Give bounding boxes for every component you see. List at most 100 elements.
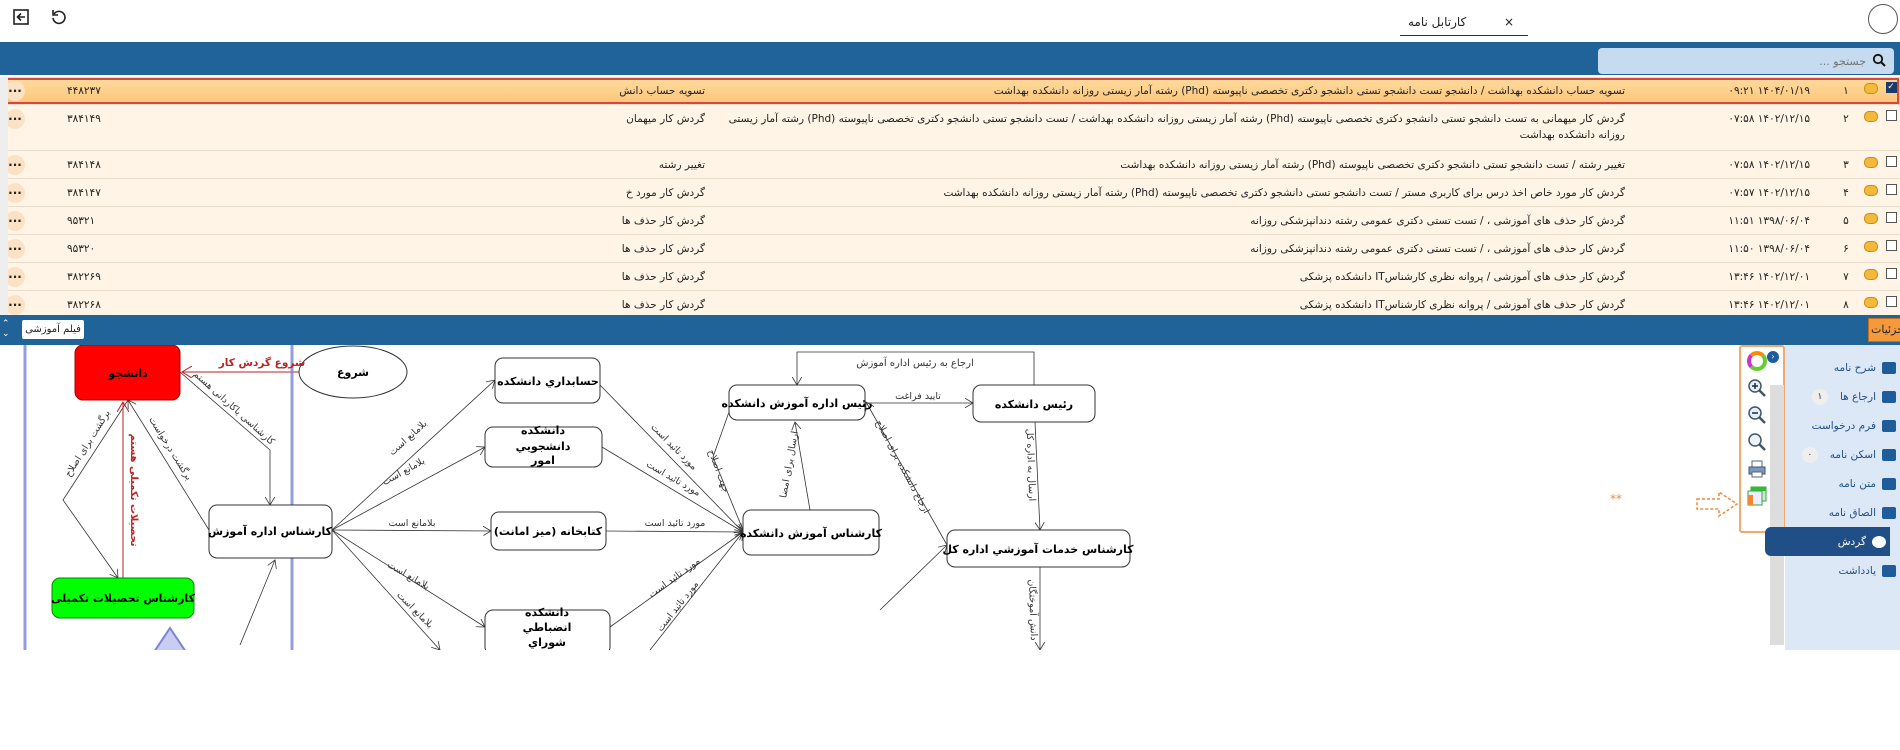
expand-icon[interactable]: › bbox=[1767, 351, 1779, 363]
table-row[interactable]: ✓ ۱ ۰۹:۲۱ ۱۴۰۴/۰۱/۱۹ تسویه حساب دانشکده بهد… bbox=[0, 77, 1900, 105]
search-box[interactable] bbox=[1598, 48, 1894, 74]
zoom-out-icon[interactable] bbox=[1747, 405, 1767, 425]
row-more-button[interactable]: ... bbox=[0, 291, 30, 315]
table-scrollbar[interactable] bbox=[0, 77, 8, 315]
row-checkbox[interactable] bbox=[1882, 235, 1900, 251]
color-wheel-icon[interactable] bbox=[1747, 351, 1767, 371]
collapse-toggle-icon[interactable]: ⌃⌄ bbox=[2, 319, 10, 339]
row-index: ۱ bbox=[1843, 85, 1849, 97]
panel-item-label: الصاق نامه bbox=[1828, 506, 1876, 519]
row-date: ۱۳:۴۶ ۱۴۰۲/۱۲/۰۱ bbox=[1728, 299, 1810, 311]
row-number: ۳۸۴۱۴۸ bbox=[67, 159, 101, 171]
row-number: ۳۸۲۲۶۹ bbox=[67, 271, 101, 283]
panel-item[interactable]: یادداشت bbox=[1785, 556, 1900, 585]
row-more-button[interactable]: ... bbox=[0, 235, 30, 259]
node-label: امور bbox=[530, 454, 555, 467]
row-date: ۰۹:۲۱ ۱۴۰۴/۰۱/۱۹ bbox=[1728, 85, 1810, 97]
panel-item-icon bbox=[1882, 506, 1896, 519]
row-subject[interactable]: گردش کار حذف های آموزشی ، / تست تستی دکت… bbox=[1250, 215, 1625, 227]
row-more-button[interactable]: ... bbox=[0, 207, 30, 231]
panel-item-icon bbox=[1882, 361, 1896, 374]
zoom-in-icon[interactable] bbox=[1747, 378, 1767, 398]
row-subject[interactable]: تسویه حساب دانشکده بهداشت / دانشجو تست د… bbox=[993, 85, 1625, 97]
edge bbox=[331, 530, 491, 531]
edge-label: ارجاع دانشکده برای اصلاح bbox=[873, 418, 932, 515]
more-icon: ... bbox=[5, 239, 25, 259]
row-more-button[interactable]: ... bbox=[0, 105, 30, 129]
row-subject[interactable]: گردش کار میهمانی به تست دانشجو تستی دانش… bbox=[728, 113, 1625, 141]
panel-item-icon bbox=[1882, 448, 1896, 461]
panel-item[interactable]: فرم درخواست bbox=[1785, 411, 1900, 440]
panel-item[interactable]: الصاق نامه bbox=[1785, 498, 1900, 527]
edge-label: بلامانع است bbox=[381, 456, 427, 488]
zoom-reset-icon[interactable] bbox=[1747, 432, 1767, 452]
tab-close-icon[interactable]: × bbox=[1503, 14, 1514, 29]
row-type: گردش کار حذف ها bbox=[621, 299, 705, 311]
row-more-button[interactable]: ... bbox=[0, 179, 30, 203]
row-type: گردش کار حذف ها bbox=[621, 271, 705, 283]
tutorial-video-button[interactable]: فیلم آموزشی bbox=[22, 320, 84, 339]
node-label: دانشكده bbox=[521, 424, 565, 437]
letter-icon bbox=[1860, 291, 1882, 308]
row-checkbox[interactable] bbox=[1882, 291, 1900, 307]
edge bbox=[62, 399, 129, 578]
refresh-icon[interactable] bbox=[48, 6, 70, 28]
edge bbox=[609, 532, 743, 628]
details-button[interactable]: جزئیات bbox=[1868, 318, 1900, 342]
edge-label: جهت اصلاح bbox=[705, 448, 731, 494]
panel-item[interactable]: متن نامه bbox=[1785, 469, 1900, 498]
node-label: انضباطي bbox=[523, 621, 572, 634]
row-subject[interactable]: گردش کار حذف های آموزشی / پروانه نظری کا… bbox=[1299, 271, 1625, 283]
edge bbox=[331, 529, 485, 627]
row-subject[interactable]: گردش کار حذف های آموزشی / پروانه نظری کا… bbox=[1299, 299, 1625, 311]
print-icon[interactable] bbox=[1747, 459, 1767, 479]
row-checkbox[interactable]: ✓ bbox=[1885, 82, 1897, 93]
edge-label: ارسال برای امضا bbox=[778, 430, 801, 499]
edge bbox=[601, 446, 743, 532]
row-subject[interactable]: گردش کار مورد خاص اخذ درس برای کاربری مس… bbox=[943, 187, 1625, 199]
edge bbox=[795, 422, 811, 511]
row-date: ۱۱:۵۰ ۱۳۹۸/۰۶/۰۴ bbox=[1728, 243, 1810, 255]
row-more-button[interactable]: ... bbox=[0, 77, 30, 101]
avatar[interactable] bbox=[1868, 4, 1898, 34]
row-more-button[interactable]: ... bbox=[0, 151, 30, 175]
row-checkbox[interactable] bbox=[1882, 151, 1900, 167]
edge-label: برگشت درخواست bbox=[146, 414, 195, 482]
exit-icon[interactable] bbox=[10, 6, 32, 28]
row-subject[interactable]: تغییر رشته / تست دانشجو تستی دانشجو دکتر… bbox=[1120, 159, 1625, 171]
diagram-scrollbar[interactable] bbox=[1770, 385, 1784, 645]
row-checkbox[interactable] bbox=[1882, 105, 1900, 121]
panel-item-icon bbox=[1882, 419, 1896, 432]
more-icon: ... bbox=[5, 211, 25, 231]
annotation-arrow-icon bbox=[1696, 490, 1739, 518]
row-number: ۹۵۳۲۰ bbox=[67, 243, 96, 255]
row-checkbox[interactable] bbox=[1882, 179, 1900, 195]
node-label: کارشناس آموزش دانشکده bbox=[740, 526, 883, 540]
row-more-button[interactable]: ... bbox=[0, 263, 30, 287]
tab-cartable[interactable]: × کارتابل نامه bbox=[1400, 8, 1528, 36]
row-checkbox[interactable] bbox=[1882, 207, 1900, 223]
edge bbox=[879, 545, 947, 611]
node-label: دانشجويي bbox=[516, 440, 571, 453]
node-label: کارشناس تحصیلات تکمیلی bbox=[51, 592, 196, 605]
row-index: ۵ bbox=[1843, 215, 1849, 227]
search-input[interactable] bbox=[1626, 54, 1866, 68]
edge bbox=[331, 380, 495, 531]
panel-item[interactable]: شرح نامه bbox=[1785, 353, 1900, 382]
node-label: كارشناس خدمات آموزشي اداره كل bbox=[942, 542, 1134, 556]
node-central-expert bbox=[946, 529, 1131, 568]
row-subject[interactable]: گردش کار حذف های آموزشی ، / تست تستی دکت… bbox=[1250, 243, 1625, 255]
panel-item[interactable]: گردش bbox=[1765, 527, 1890, 556]
window-icon[interactable] bbox=[1747, 486, 1767, 506]
node-faculty-expert bbox=[742, 509, 880, 556]
row-checkbox[interactable] bbox=[1882, 263, 1900, 279]
